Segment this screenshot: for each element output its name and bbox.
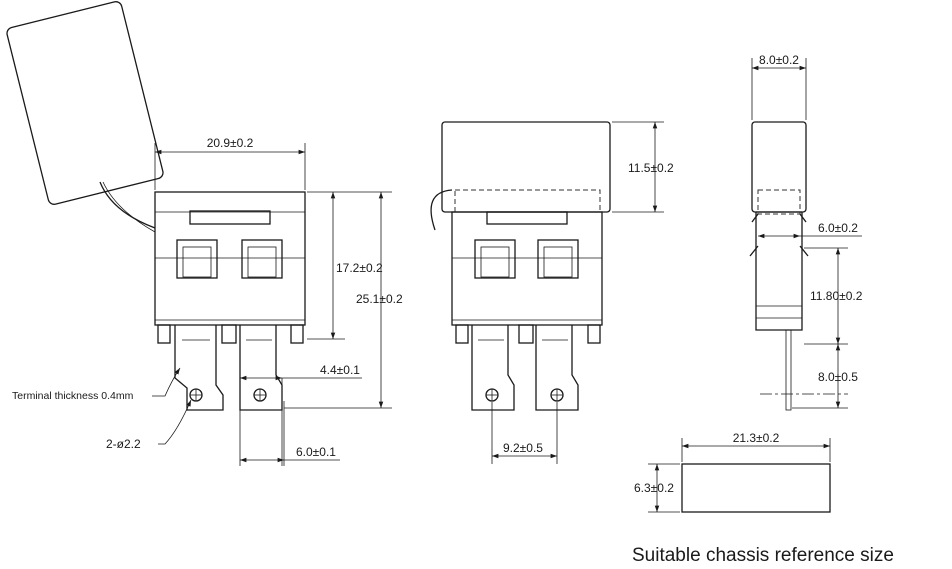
dim-cover-height: 11.5±0.2 <box>628 161 674 175</box>
chassis-rect <box>681 463 831 513</box>
terminal-left <box>174 325 224 411</box>
fuse-slot <box>189 210 271 225</box>
dim-side-width: 8.0±0.2 <box>759 53 799 67</box>
dim-terminal-pitch: 6.0±0.1 <box>296 445 336 459</box>
note-hole-diameter: 2-ø2.2 <box>106 437 141 451</box>
side-body <box>755 212 803 331</box>
dim-side-pin-length: 8.0±0.5 <box>818 370 858 384</box>
dim-terminal-width: 4.4±0.1 <box>320 363 360 377</box>
dim-chassis-width: 21.3±0.2 <box>733 431 780 445</box>
chassis-cutout: 21.3±0.2 6.3±0.2 Suitable chassis refere… <box>632 431 894 566</box>
dim-body-height: 17.2±0.2 <box>336 261 383 275</box>
dim-total-height: 25.1±0.2 <box>356 292 403 306</box>
dim-chassis-height: 6.3±0.2 <box>634 481 674 495</box>
chassis-caption: Suitable chassis reference size <box>632 545 894 566</box>
terminal-right <box>239 325 283 411</box>
strap-wire <box>99 181 156 229</box>
closed-cover <box>441 121 611 213</box>
side-cover <box>751 121 807 213</box>
front-view-open-cover: 20.9±0.2 17.2±0.2 25.1±0.2 4.4±0.1 6.0±0… <box>6 1 403 466</box>
note-terminal-thickness: Terminal thickness 0.4mm <box>12 390 134 402</box>
dim-side-body-height: 11.80±0.2 <box>810 289 863 303</box>
front-view-closed-cover: 11.5±0.2 9.2±0.5 <box>430 121 674 464</box>
side-pin <box>785 329 792 411</box>
side-view: 8.0±0.2 6.0±0.2 11.80±0.2 8.0±0.5 <box>749 53 863 411</box>
dim-terminal-spacing: 9.2±0.5 <box>503 441 543 455</box>
dim-side-inner-width: 6.0±0.2 <box>818 221 858 235</box>
dim-front-width: 20.9±0.2 <box>207 136 254 150</box>
flip-cover <box>6 1 164 205</box>
